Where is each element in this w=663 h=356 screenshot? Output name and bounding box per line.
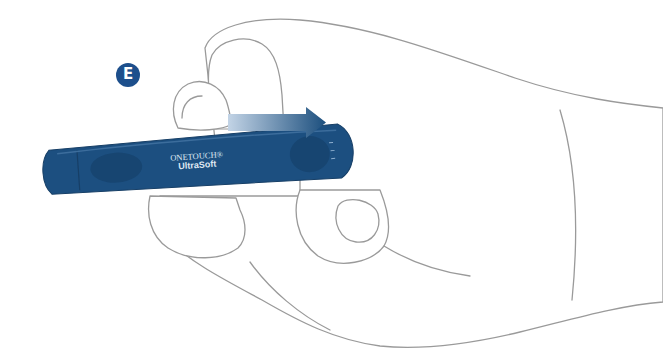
step-badge: E xyxy=(116,63,140,87)
finger-lower-middle xyxy=(296,190,388,263)
grip-left xyxy=(89,151,143,185)
thumb xyxy=(173,82,232,131)
device-body xyxy=(41,123,355,199)
thumb-nail xyxy=(182,96,202,118)
wrist-line xyxy=(560,110,576,300)
finger-lower-left xyxy=(149,196,245,258)
badge-circle xyxy=(116,63,140,87)
finger-back xyxy=(208,39,284,130)
grip-right xyxy=(289,135,331,174)
body-highlight xyxy=(57,129,337,153)
slider-button xyxy=(205,121,275,129)
finger-nail xyxy=(336,200,379,243)
cap-seam xyxy=(77,150,80,190)
finger-lower-back xyxy=(250,246,470,330)
lancing-device: ONETOUCH®UltraSoft xyxy=(36,119,358,203)
motion-arrow xyxy=(228,107,326,138)
depth-ticks xyxy=(329,142,335,158)
step-letter: E xyxy=(123,67,133,83)
